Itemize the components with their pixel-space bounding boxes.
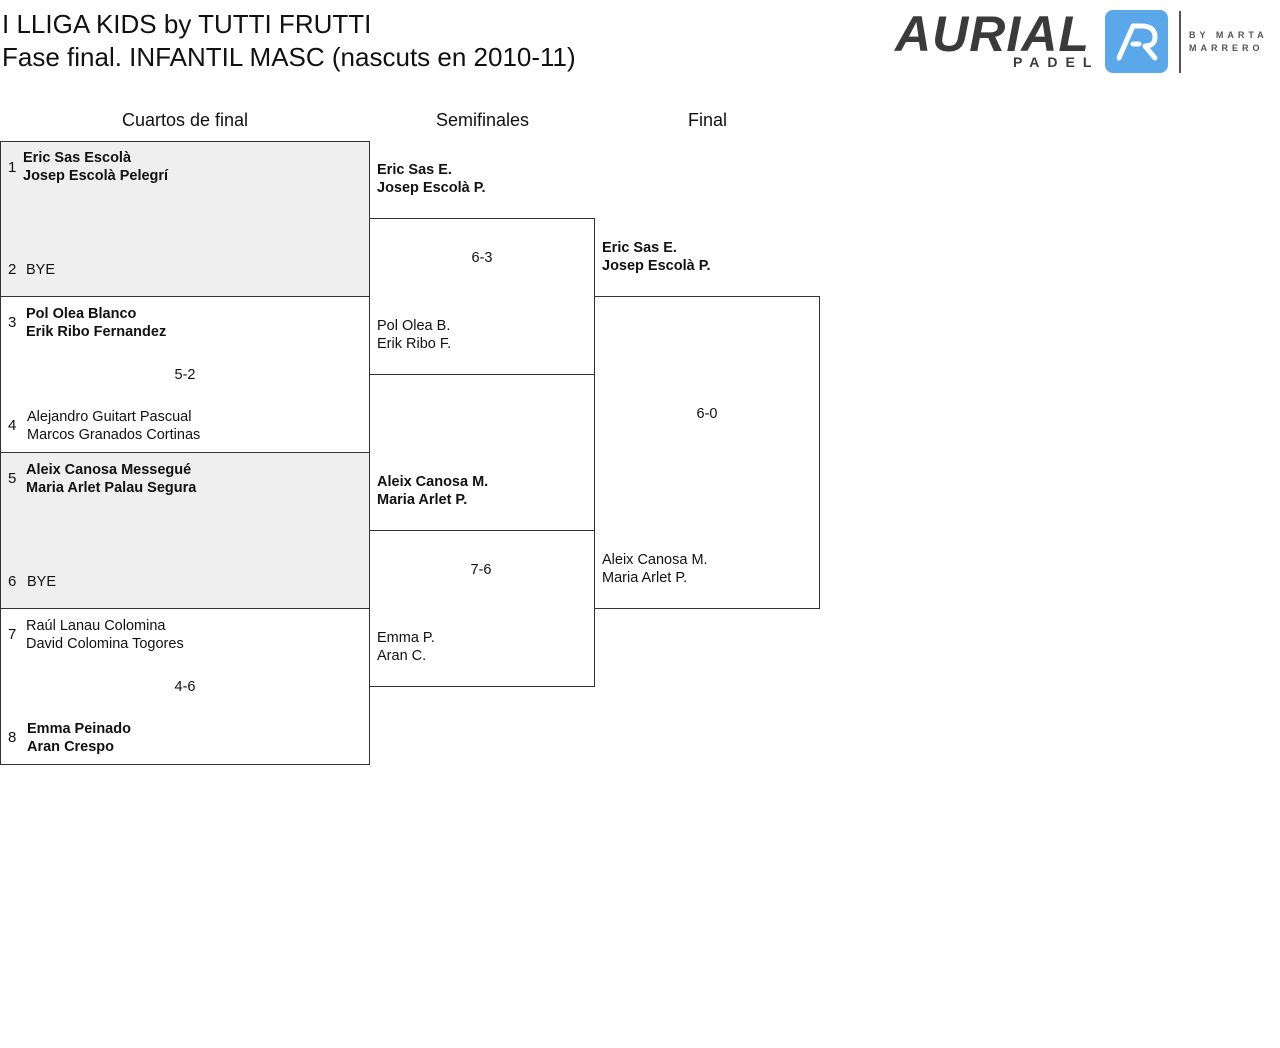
logo-badge-icon — [1105, 10, 1168, 73]
seed-number: 5 — [8, 470, 17, 487]
quarterfinal-match-1: 1 Eric Sas Escolà Josep Escolà Pelegrí 2… — [0, 141, 370, 297]
seed-number: 2 — [8, 261, 17, 278]
semifinal-2-team-top: Aleix Canosa M. Maria Arlet P. — [377, 474, 489, 508]
team-entry: Pol Olea Blanco Erik Ribo Fernandez — [26, 306, 167, 340]
team-entry: Pol Olea B. Erik Ribo F. — [377, 318, 452, 352]
team-entry: Aleix Canosa Messegué Maria Arlet Palau … — [26, 462, 197, 496]
team-entry: BYE — [27, 574, 57, 590]
quarterfinal-match-2: 3 Pol Olea Blanco Erik Ribo Fernandez 5-… — [0, 296, 370, 453]
semifinal-match-1: 6-3 Pol Olea B. Erik Ribo F. — [369, 218, 595, 375]
match-score: 7-6 — [470, 562, 492, 578]
match-score: 4-6 — [174, 679, 196, 695]
team-entry: Emma Peinado Aran Crespo — [27, 721, 131, 755]
logo-subtitle: PADEL — [1013, 54, 1100, 70]
seed-number: 1 — [8, 159, 17, 176]
team-entry: Emma P. Aran C. — [377, 630, 435, 664]
aurial-padel-logo: AURIAL PADEL BY MARTA MARRERO — [895, 6, 1275, 78]
page-title: I LLIGA KIDS by TUTTI FRUTTI — [2, 9, 372, 39]
round-header-final: Final — [687, 110, 727, 130]
final-team-top: Eric Sas E. Josep Escolà P. — [602, 240, 711, 274]
page-subtitle: Fase final. INFANTIL MASC (nascuts en 20… — [2, 42, 576, 72]
seed-number: 6 — [8, 573, 17, 590]
logo-byline: BY MARTA MARRERO — [1189, 30, 1268, 53]
seed-number: 7 — [8, 626, 17, 643]
final-match: 6-0 Aleix Canosa M. Maria Arlet P. — [594, 296, 820, 609]
seed-number: 8 — [8, 729, 17, 746]
logo-wordmark: AURIAL — [895, 6, 1090, 62]
seed-number: 3 — [8, 314, 17, 331]
quarterfinal-match-4: 7 Raúl Lanau Colomina David Colomina Tog… — [0, 608, 370, 765]
semifinal-1-team-top: Eric Sas E. Josep Escolà P. — [377, 162, 486, 196]
match-score: 6-3 — [471, 250, 493, 266]
team-entry: BYE — [26, 262, 56, 278]
team-entry: Alejandro Guitart Pascual Marcos Granado… — [27, 409, 201, 443]
logo-separator — [1179, 11, 1181, 73]
seed-number: 4 — [8, 417, 17, 434]
round-header-quarterfinals: Cuartos de final — [121, 110, 249, 130]
quarterfinal-match-3: 5 Aleix Canosa Messegué Maria Arlet Pala… — [0, 452, 370, 609]
team-entry: Raúl Lanau Colomina David Colomina Togor… — [26, 618, 184, 652]
team-entry: Eric Sas Escolà Josep Escolà Pelegrí — [23, 150, 169, 184]
team-entry: Aleix Canosa M. Maria Arlet P. — [602, 552, 708, 586]
semifinal-match-2: 7-6 Emma P. Aran C. — [369, 530, 595, 687]
round-header-semifinals: Semifinales — [435, 110, 530, 130]
match-score: 5-2 — [174, 367, 196, 383]
match-score: 6-0 — [696, 406, 718, 422]
